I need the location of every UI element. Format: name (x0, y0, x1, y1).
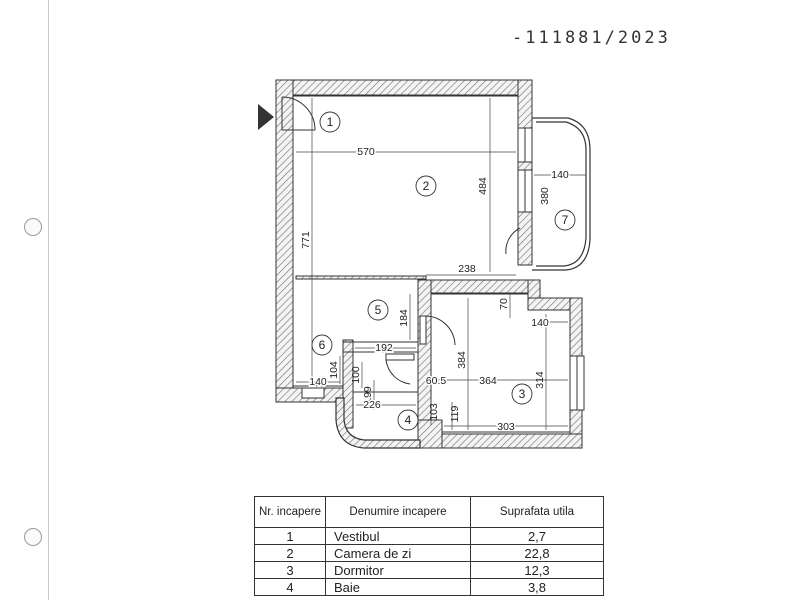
partitions (293, 95, 570, 433)
balcony (532, 117, 591, 271)
cell-name: Camera de zi (325, 544, 471, 562)
cell-nr: 3 (254, 561, 326, 579)
table-row: 3 Dormitor 12,3 (254, 561, 604, 579)
header-name: Denumire incapere (325, 496, 471, 528)
cell-nr: 4 (254, 578, 326, 596)
dim-label: 303 (497, 421, 515, 433)
dim-label: 384 (456, 351, 468, 369)
entrance-door (281, 96, 316, 131)
cell-name: Vestibul (325, 527, 471, 545)
room-label-5: 5 (375, 303, 382, 317)
room-labels: 1 2 3 4 5 6 7 (319, 115, 569, 427)
dim-label: 314 (534, 371, 546, 389)
room-label-6: 6 (319, 338, 326, 352)
room-markers (311, 111, 576, 431)
dim-label: 100 (350, 366, 362, 384)
cell-nr: 2 (254, 544, 326, 562)
punch-hole-bottom (24, 528, 42, 546)
dim-label: 570 (357, 146, 375, 158)
dim-label: 364 (479, 375, 497, 387)
dim-label: 140 (551, 169, 569, 181)
windows (301, 127, 585, 411)
dim-label: 192 (375, 342, 393, 354)
cell-area: 2,7 (470, 527, 604, 545)
table-row: 2 Camera de zi 22,8 (254, 544, 604, 562)
dim-label: 140 (531, 317, 549, 329)
dim-label: 140 (309, 376, 327, 388)
rooms-table: Nr. incapere Denumire incapere Suprafata… (254, 496, 604, 596)
dim-label: 380 (539, 187, 551, 205)
dim-label: 199 (362, 386, 374, 404)
dim-label: 238 (458, 263, 476, 275)
punch-hole-top (24, 218, 42, 236)
dim-label: 484 (477, 177, 489, 195)
bathroom-door (385, 353, 415, 385)
cell-name: Dormitor (325, 561, 471, 579)
header-area: Suprafata utila (470, 496, 604, 528)
dim-label: 70 (498, 298, 510, 310)
room-label-3: 3 (519, 387, 526, 401)
bedroom-door (419, 315, 456, 346)
cell-area: 3,8 (470, 578, 604, 596)
room-label-4: 4 (405, 413, 412, 427)
dim-label: 184 (398, 309, 410, 327)
cell-name: Baie (325, 578, 471, 596)
dim-label: 104 (328, 361, 340, 379)
cell-area: 12,3 (470, 561, 604, 579)
entrance-arrow-icon (258, 104, 274, 130)
room-label-7: 7 (562, 213, 569, 227)
dimension-lines (296, 98, 586, 430)
dim-label: 103 (428, 403, 440, 421)
bathroom-curve (335, 397, 421, 449)
dim-label: 119 (449, 405, 461, 422)
table-header-row: Nr. incapere Denumire incapere Suprafata… (254, 496, 604, 528)
dim-label: 60.5 (426, 375, 447, 387)
page-edge-line (48, 0, 49, 600)
header-nr: Nr. incapere (254, 496, 326, 528)
floor-plan: 570 484 771 140 380 238 70 184 140 192 1… (258, 79, 591, 449)
dim-label: 226 (363, 399, 381, 411)
dim-label: 771 (300, 231, 312, 249)
document-number: -111881/2023 (512, 28, 671, 48)
room-label-1: 1 (327, 115, 334, 129)
cell-area: 22,8 (470, 544, 604, 562)
room-label-2: 2 (423, 179, 430, 193)
cell-nr: 1 (254, 527, 326, 545)
dimension-labels: 570 484 771 140 380 238 70 184 140 192 1… (300, 145, 570, 435)
table-row: 1 Vestibul 2,7 (254, 527, 604, 545)
table-row: 4 Baie 3,8 (254, 578, 604, 596)
balcony-door (505, 227, 521, 255)
